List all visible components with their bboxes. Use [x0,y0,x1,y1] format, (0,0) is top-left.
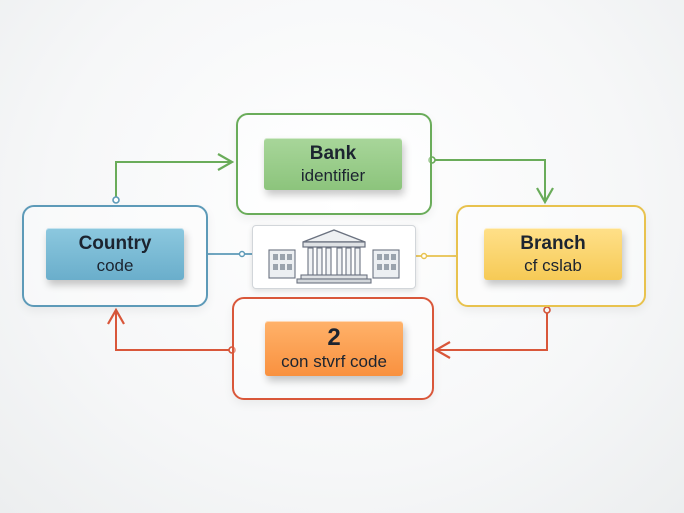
bank-node-subtitle: identifier [300,165,366,185]
branch-node: Branch cf cslab [484,228,622,280]
check-node-subtitle: con stvrf code [281,352,387,371]
connector-check-to-country [115,310,232,351]
connector-branch-to-check [436,310,548,351]
country-code-node: Country code [46,228,184,280]
arrowhead-into-check [433,341,451,359]
arrowhead-into-branch [536,187,554,205]
check-code-node: 2 con stvrf code [265,321,403,376]
arrowhead-into-bank [217,153,235,171]
bank-building-icon [252,225,416,289]
branch-node-title: Branch [520,232,586,254]
connector-bank-to-branch [432,159,546,200]
connector-dot [238,250,246,258]
check-node-title: 2 [327,324,341,351]
bank-identifier-node: Bank identifier [264,138,402,190]
bank-node-title: Bank [309,142,357,164]
connector-dot [543,306,551,314]
connector-country-to-bank [115,161,232,202]
connector-dot [420,252,428,260]
connector-dot [112,196,120,204]
country-node-subtitle: code [96,255,134,275]
country-node-title: Country [78,232,152,254]
branch-node-subtitle: cf cslab [524,255,582,275]
arrowhead-into-country [107,307,125,325]
